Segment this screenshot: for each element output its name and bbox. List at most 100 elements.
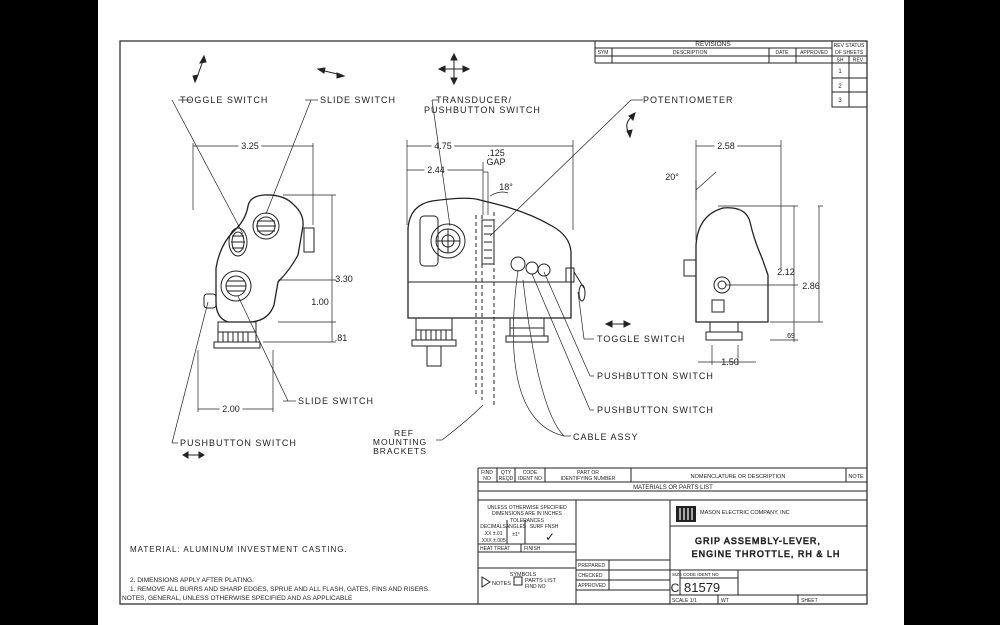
rev-col-approved: APPROVED xyxy=(800,50,828,56)
front-view-leaders xyxy=(171,99,318,444)
revisions-title: REVISIONS xyxy=(695,41,731,48)
side-view-leaders xyxy=(431,99,643,441)
motion-arrows xyxy=(182,52,636,459)
material-note: MATERIAL: ALUMINUM INVESTMENT CASTING. xyxy=(130,545,348,554)
notes-heading: NOTES, GENERAL, UNLESS OTHERWISE SPECIFI… xyxy=(122,595,353,602)
note-1: 1. REMOVE ALL BURRS AND SHARP EDGES, SPR… xyxy=(130,586,430,593)
drawing-border xyxy=(119,40,868,605)
drawing-title-line1: GRIP ASSEMBLY-LEVER, xyxy=(695,536,821,546)
note-2: 2. DIMENSIONS APPLY AFTER PLATING. xyxy=(130,577,254,584)
tol-line1: UNLESS OTHERWISE SPECIFIED xyxy=(487,505,567,511)
label-brackets: BRACKETS xyxy=(373,446,427,456)
scale: SCALE 1/1 xyxy=(672,598,697,604)
angle-18: 18° xyxy=(499,182,513,192)
pl-col-nomenclature: NOMENCLATURE OR DESCRIPTION xyxy=(691,474,786,480)
tol-surf-fnsh: SURF FNSH xyxy=(530,524,559,530)
dim-069: .69 xyxy=(785,333,795,340)
tol-heat-treat: HEAT TREAT xyxy=(480,546,510,552)
approval-prepared: PREPARED xyxy=(578,563,606,569)
drawing-title-line2: ENGINE THROTTLE, RH & LH xyxy=(692,549,841,559)
pl-col-qty: QTY xyxy=(501,470,512,476)
weight: WT xyxy=(721,598,729,604)
revisions-block: REVISIONS SYM DESCRIPTION DATE APPROVED xyxy=(594,41,833,64)
approval-approved: APPROVED xyxy=(578,583,606,589)
dim-212: 2.12 xyxy=(777,267,795,277)
side-view-dimensions xyxy=(406,140,574,230)
parts-list: FIND NO QTY REQD CODE IDENT NO PART OR I… xyxy=(477,467,867,604)
label-pushbutton-switch-1: PUSHBUTTON SWITCH xyxy=(597,371,714,381)
dim-325-bg: 3.25 xyxy=(241,141,259,151)
rev-status-col-sh: SH xyxy=(837,58,844,64)
tol-line2: DIMENSIONS ARE IN INCHES xyxy=(492,511,562,517)
symbols-find-no: FIND NO xyxy=(525,584,546,590)
tol-line3: TOLERANCES xyxy=(510,518,544,524)
size-value: C xyxy=(671,581,680,595)
tolerance-block: UNLESS OTHERWISE SPECIFIED DIMENSIONS AR… xyxy=(478,499,867,604)
sheet-label: SHEET xyxy=(801,598,818,604)
label-cable-assy: CABLE ASSY xyxy=(573,432,639,442)
dim-125: .125 xyxy=(487,148,505,158)
tol-decimals: DECIMALS xyxy=(480,524,506,530)
pl-title: MATERIALS OR PARTS LIST xyxy=(633,485,713,491)
company-name: MASON ELECTRIC COMPANY, INC xyxy=(700,510,790,516)
symbols-block: SYMBOLS NOTES PARTS LIST FIND NO PREPARE… xyxy=(478,559,670,591)
tol-xx: .XX ±.01 xyxy=(483,531,502,537)
label-toggle-switch-right: TOGGLE SWITCH xyxy=(597,334,685,344)
dim-gap: GAP xyxy=(486,157,505,167)
dim-325: 3.25 xyxy=(241,141,259,151)
dim-150: 1.50 xyxy=(721,357,739,367)
dim-258-bg: 2.58 xyxy=(717,141,735,151)
label-toggle-switch-top: TOGGLE SWITCH xyxy=(180,95,268,105)
dim-244: 2.44 xyxy=(427,165,445,175)
approval-checked: CHECKED xyxy=(578,573,603,579)
front-view-dimensions xyxy=(192,143,336,412)
label-slide-switch-bottom: SLIDE SWITCH xyxy=(298,396,374,406)
dim-081: .81 xyxy=(335,333,348,343)
pl-col-find: FIND xyxy=(481,470,493,476)
label-pushbutton-switch-left: PUSHBUTTON SWITCH xyxy=(180,438,297,448)
end-view-dimensions xyxy=(695,140,823,365)
pl-col-part-or: PART OR xyxy=(577,470,599,476)
pl-col-reqd: REQD xyxy=(499,476,514,482)
pl-col-note: NOTE xyxy=(848,474,864,480)
rev-status-sheet-3: 3 xyxy=(838,98,842,104)
rev-status-block: REV STATUS OF SHEETS SH REV 1 2 3 xyxy=(831,40,868,108)
end-view xyxy=(683,207,769,341)
size-label: SIZE xyxy=(672,572,682,577)
tol-finish: FINISH xyxy=(524,546,541,552)
pl-col-identifying-number: IDENTIFYING NUMBER xyxy=(561,476,616,482)
label-transducer: TRANSDUCER/ xyxy=(436,95,512,105)
rev-status-sheet-1: 1 xyxy=(838,69,842,75)
rev-col-description: DESCRIPTION xyxy=(673,50,708,56)
code-ident-value: 81579 xyxy=(684,580,720,595)
tol-angle-val: ±1° xyxy=(512,532,520,538)
dim-258: 2.58 xyxy=(717,141,735,151)
tol-angles: ANGLES xyxy=(506,524,527,530)
dim-200: 2.00 xyxy=(222,404,240,414)
engineering-drawing: REVISIONS SYM DESCRIPTION DATE APPROVED … xyxy=(119,40,868,605)
label-mounting: MOUNTING xyxy=(373,437,427,447)
side-view xyxy=(407,197,586,405)
rev-status-sheet-2: 2 xyxy=(838,84,842,90)
label-pushbutton-switch-2: PUSHBUTTON SWITCH xyxy=(597,405,714,415)
dim-330: 3.30 xyxy=(335,274,353,284)
rev-status-col-rev: REV xyxy=(853,58,864,64)
label-ref: REF xyxy=(394,428,414,438)
callout-labels: TOGGLE SWITCH SLIDE SWITCH TRANSDUCER/ P… xyxy=(180,95,733,456)
pl-col-ident-no: IDENT NO xyxy=(518,476,542,482)
tol-check-mark: ✓ xyxy=(545,530,555,544)
tol-xxx: .XXX ±.005 xyxy=(480,538,505,544)
dim-200-bg: 2.00 xyxy=(222,404,240,414)
dim-244-bg: 2.44 xyxy=(427,165,445,175)
rev-col-sym: SYM xyxy=(598,50,609,56)
rev-col-date: DATE xyxy=(776,50,790,56)
notes-flag-icon xyxy=(481,576,491,588)
parts-list-box-icon xyxy=(513,576,523,586)
label-slide-switch-top: SLIDE SWITCH xyxy=(320,95,396,105)
code-ident-label: CODE IDENT NO xyxy=(683,572,719,577)
dim-100: 1.00 xyxy=(311,297,329,307)
front-view xyxy=(203,194,315,349)
symbols-notes: NOTES xyxy=(492,581,511,587)
symbols-title: SYMBOLS xyxy=(510,572,537,578)
angle-20: 20° xyxy=(665,172,679,182)
